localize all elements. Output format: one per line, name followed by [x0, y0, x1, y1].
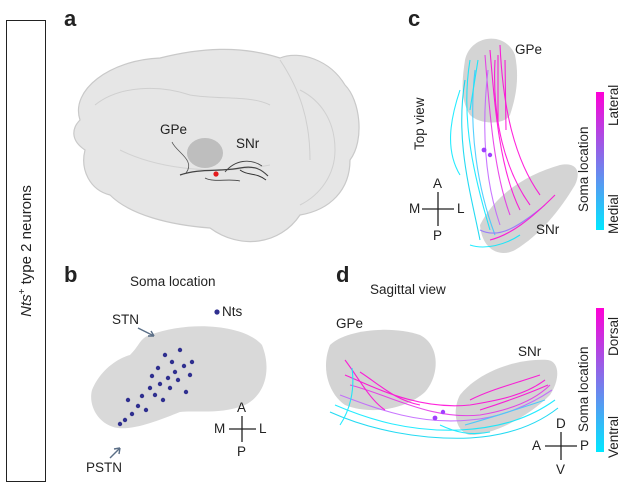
- panel-a-gpe-label: GPe: [160, 122, 188, 137]
- panel-c-traces: [422, 38, 604, 253]
- panel-c-view-label: Top view: [412, 97, 427, 150]
- panel-a-brain: [73, 48, 360, 243]
- panel-c-compass-left: M: [409, 201, 421, 216]
- panel-b-legend-label: Nts: [222, 304, 243, 319]
- panel-letter-b: b: [64, 262, 78, 287]
- panel-b-region: [91, 309, 267, 459]
- panel-c-compass-up: A: [433, 176, 443, 191]
- panel-b-compass-up: A: [237, 400, 247, 415]
- panel-d-gpe-label: GPe: [336, 316, 364, 331]
- panel-c-compass-right: L: [457, 201, 465, 216]
- panel-d-colorbar-bottom: Ventral: [606, 415, 621, 458]
- panel-c-snr-label: SNr: [536, 222, 560, 237]
- panel-d-compass-down: V: [556, 462, 566, 477]
- panel-d-colorbar-title: Soma location: [576, 346, 591, 432]
- panel-d-compass-up: D: [556, 416, 566, 431]
- panel-b-title: Soma location: [130, 274, 216, 289]
- panel-d-snr-label: SNr: [518, 344, 542, 359]
- panel-d-colorbar-top: Dorsal: [606, 316, 621, 356]
- panel-letter-a: a: [64, 6, 77, 31]
- side-label-box: Nts+ type 2 neurons: [6, 20, 46, 482]
- panel-letter-d: d: [336, 262, 350, 287]
- panel-c-compass-down: P: [433, 228, 443, 243]
- panel-letter-c: c: [408, 6, 421, 31]
- panel-b-stn-label: STN: [112, 312, 139, 327]
- panel-d-compass-right: P: [580, 438, 590, 453]
- panel-c-gpe-label: GPe: [515, 42, 543, 57]
- panel-d-view-label: Sagittal view: [370, 282, 446, 297]
- panel-b-pstn-label: PSTN: [86, 460, 123, 475]
- panel-b-compass-down: P: [237, 444, 247, 459]
- panel-d-traces: [325, 308, 604, 460]
- panel-c-colorbar-top: Lateral: [606, 84, 621, 126]
- panel-c-colorbar-title: Soma location: [576, 126, 591, 212]
- panel-d-compass-left: A: [532, 438, 542, 453]
- panel-a-snr-label: SNr: [236, 136, 260, 151]
- panel-b-compass-right: L: [259, 421, 267, 436]
- panel-b-compass-left: M: [214, 421, 226, 436]
- panel-c-colorbar-bottom: Medial: [606, 194, 621, 234]
